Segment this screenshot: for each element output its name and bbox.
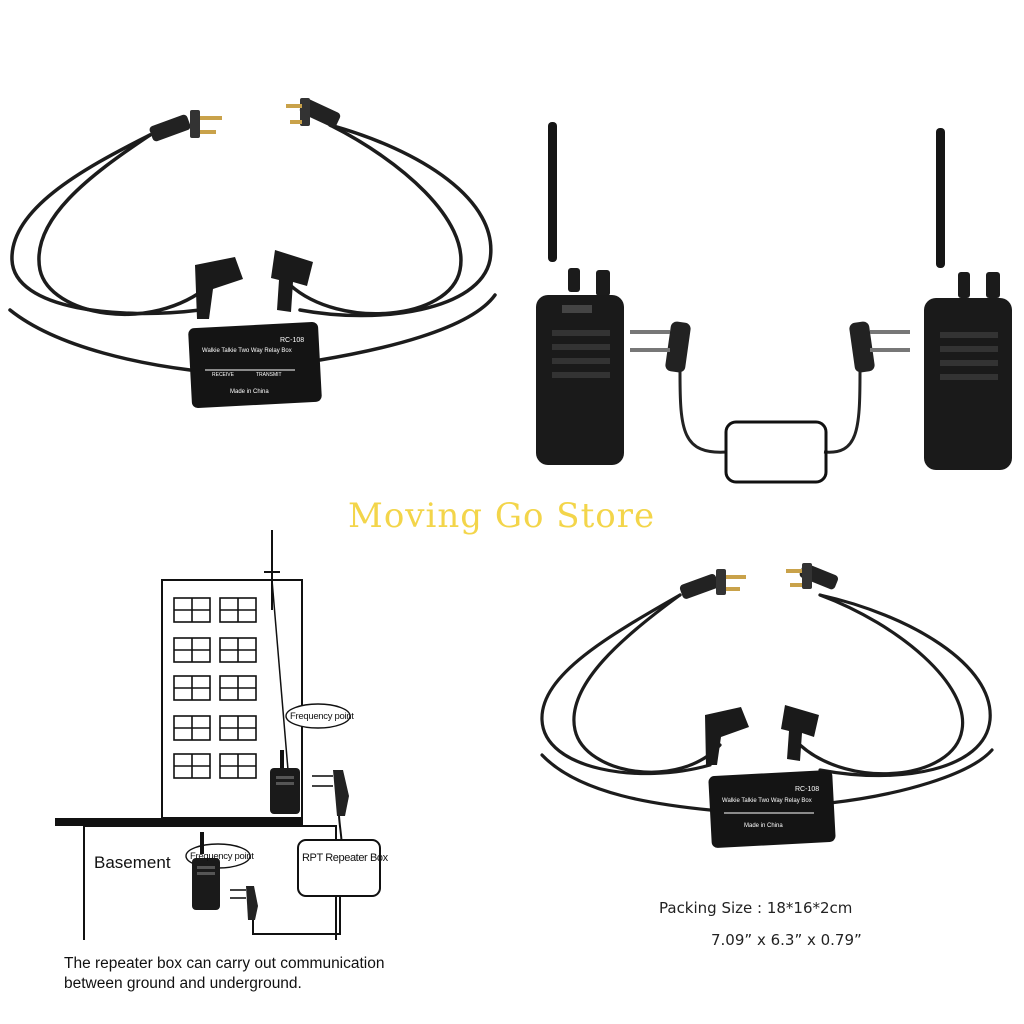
plug-icon <box>149 110 222 142</box>
basement-label: Basement <box>94 853 171 872</box>
walkie-talkie-icon <box>536 122 624 465</box>
walkie-talkie-icon <box>192 832 220 910</box>
walkie-talkie-icon <box>270 750 300 814</box>
radios-connection-diagram <box>512 100 1024 500</box>
repeater-box-label: RPT Repeater Box <box>302 852 388 864</box>
store-watermark: Moving Go Store <box>348 496 656 536</box>
box-receive-text: RECEIVE <box>212 372 235 378</box>
product-photo-bottom: RC-108 Walkie Talkie Two Way Relay Box M… <box>530 555 1010 865</box>
box-title-text: Walkie Talkie Two Way Relay Box <box>722 798 812 804</box>
frequency-point-lower-label: Frequency point <box>190 851 254 862</box>
packing-size-inches: 7.09” x 6.3” x 0.79” <box>711 931 862 949</box>
product-photo-top: RC-108 Walkie Talkie Two Way Relay Box R… <box>0 80 510 440</box>
packing-size: Packing Size : 18*16*2cm <box>659 899 853 917</box>
box-made-in-text: Made in China <box>230 389 269 395</box>
diagram-caption: The repeater box can carry out communica… <box>64 954 424 994</box>
box-title-text: Walkie Talkie Two Way Relay Box <box>202 348 292 354</box>
walkie-talkie-icon <box>924 128 1012 470</box>
frequency-point-upper-label: Frequency point <box>290 711 354 722</box>
box-transmit-text: TRANSMIT <box>256 372 282 378</box>
box-made-in-text: Made in China <box>744 823 783 829</box>
box-model-text: RC-108 <box>280 337 304 344</box>
caption-line-2: between ground and underground. <box>64 975 302 992</box>
caption-line-1: The repeater box can carry out communica… <box>64 955 385 972</box>
relay-box <box>188 321 322 409</box>
box-model-text: RC-108 <box>795 786 819 793</box>
building-diagram <box>50 520 470 940</box>
